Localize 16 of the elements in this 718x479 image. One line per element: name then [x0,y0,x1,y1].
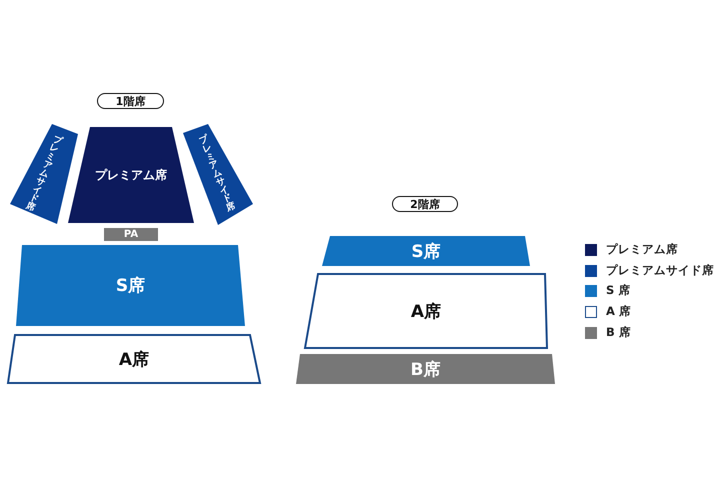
seat-section: プレミアムサイド席 [183,124,253,225]
legend-label: B 席 [606,325,631,340]
seat-section: A席 [305,274,547,348]
mixing-desk-area: PA [104,228,158,241]
legend-label: プレミアムサイド席 [606,263,714,278]
seat-section: S席 [322,236,530,266]
floor-label: 2階席 [392,196,458,212]
legend-label: A 席 [606,304,631,319]
seat-section: A席 [8,335,260,383]
legend-label: S 席 [606,283,630,298]
seat-section: S席 [16,245,245,326]
seat-section: B席 [296,354,555,384]
floor-label: 1階席 [97,93,164,109]
seat-section: プレミアム席 [68,127,194,223]
seat-section: プレミアムサイド席 [10,124,78,224]
legend-label: プレミアム席 [606,242,678,257]
